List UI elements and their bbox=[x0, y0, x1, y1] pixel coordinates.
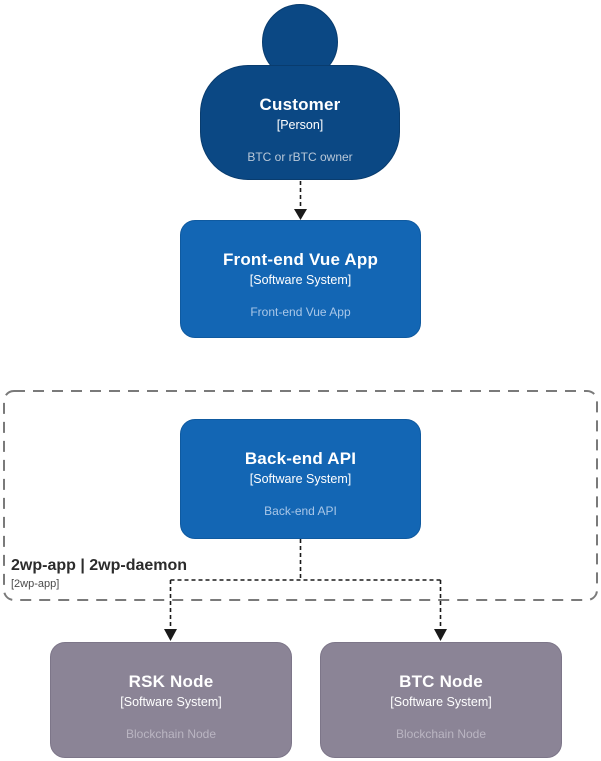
frontend-type: [Software System] bbox=[249, 273, 352, 287]
customer-type: [Person] bbox=[276, 118, 324, 132]
rsk-name: RSK Node bbox=[128, 672, 214, 691]
connector-backend-nodes bbox=[169, 539, 442, 630]
btc-name: BTC Node bbox=[399, 672, 483, 691]
backend-name: Back-end API bbox=[244, 449, 357, 468]
rsk-description: Blockchain Node bbox=[125, 727, 217, 741]
external-system-btc-node: BTC Node [Software System] Blockchain No… bbox=[320, 642, 562, 758]
backend-type: [Software System] bbox=[249, 472, 352, 486]
frontend-name: Front-end Vue App bbox=[222, 250, 379, 269]
customer-name: Customer bbox=[259, 95, 341, 114]
backend-description: Back-end API bbox=[264, 504, 337, 518]
btc-description: Blockchain Node bbox=[395, 727, 487, 741]
external-system-rsk-node: RSK Node [Software System] Blockchain No… bbox=[50, 642, 292, 758]
arrowhead-frontend bbox=[294, 209, 307, 220]
frontend-description: Front-end Vue App bbox=[250, 305, 351, 319]
system-frontend: Front-end Vue App [Software System] Fron… bbox=[180, 220, 421, 338]
customer-description: BTC or rBTC owner bbox=[247, 150, 353, 164]
boundary-tag: [2wp-app] bbox=[11, 578, 60, 590]
boundary-2wp-app-label: 2wp-app | 2wp-daemon [2wp-app] bbox=[11, 557, 187, 590]
arrowhead-btc-node bbox=[434, 629, 447, 641]
boundary-title: 2wp-app | 2wp-daemon bbox=[11, 557, 188, 574]
btc-type: [Software System] bbox=[390, 695, 492, 709]
rsk-type: [Software System] bbox=[120, 695, 222, 709]
system-backend: Back-end API [Software System] Back-end … bbox=[180, 419, 421, 539]
person-customer: Customer [Person] BTC or rBTC owner bbox=[200, 65, 400, 180]
arrowhead-rsk-node bbox=[164, 629, 177, 641]
